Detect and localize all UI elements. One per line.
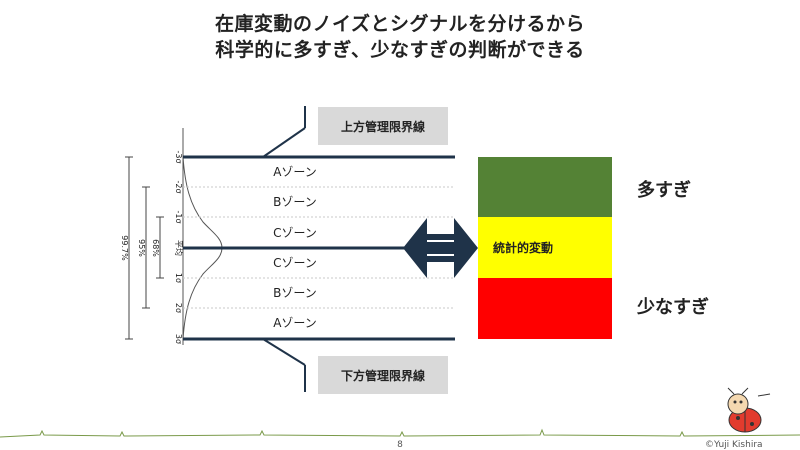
zone-label-b-top: Bゾーン xyxy=(273,195,317,209)
grass-line xyxy=(0,428,800,438)
double-arrow-icon xyxy=(403,218,478,278)
upper-limit-box xyxy=(318,107,448,145)
zone-label-b-bottom: Bゾーン xyxy=(273,286,317,300)
sigma-label-mean: 平均 xyxy=(174,240,184,256)
lower-limit-label: 下方管理限界線 xyxy=(341,368,425,383)
lower-limit-box xyxy=(318,356,448,394)
title-line-2: 科学的に多すぎ、少なすぎの判断ができる xyxy=(215,39,585,61)
upper-limit-pointer-diag xyxy=(262,127,306,158)
sigma-label-plus-2: 2σ xyxy=(174,303,183,313)
sigma-label-minus-3: -3σ xyxy=(174,150,183,163)
sigma-label-plus-1: 1σ xyxy=(174,273,183,283)
sigma-label-plus-3: 3σ xyxy=(174,334,183,344)
statistical-variation-label: 統計的変動 xyxy=(493,240,553,255)
status-bar-statistical xyxy=(478,217,612,278)
credit-text: ©Yuji Kishira xyxy=(705,440,763,450)
coverage-label-68: 68% xyxy=(151,239,160,257)
coverage-label-99-7: 99.7% xyxy=(120,235,129,261)
ladybug-mascot-icon xyxy=(727,387,771,433)
zone-label-c-bottom: Cゾーン xyxy=(273,256,317,270)
coverage-label-95: 95% xyxy=(137,239,146,257)
too-few-label: 少なすぎ xyxy=(636,296,709,318)
zone-label-a-bottom: Aゾーン xyxy=(273,316,317,330)
too-many-label: 多すぎ xyxy=(637,179,691,201)
status-bar-too-many xyxy=(478,157,612,217)
title-line-1: 在庫変動のノイズとシグナルを分けるから xyxy=(215,13,585,35)
status-bar-too-few xyxy=(478,278,612,339)
upper-limit-label: 上方管理限界線 xyxy=(341,119,425,134)
zone-label-c-top: Cゾーン xyxy=(273,226,317,240)
sigma-label-minus-1: -1σ xyxy=(174,210,183,223)
zone-label-a-top: Aゾーン xyxy=(273,165,317,179)
sigma-label-minus-2: -2σ xyxy=(174,180,183,193)
lower-limit-pointer-diag xyxy=(262,338,306,366)
page-number: 8 xyxy=(397,440,403,450)
